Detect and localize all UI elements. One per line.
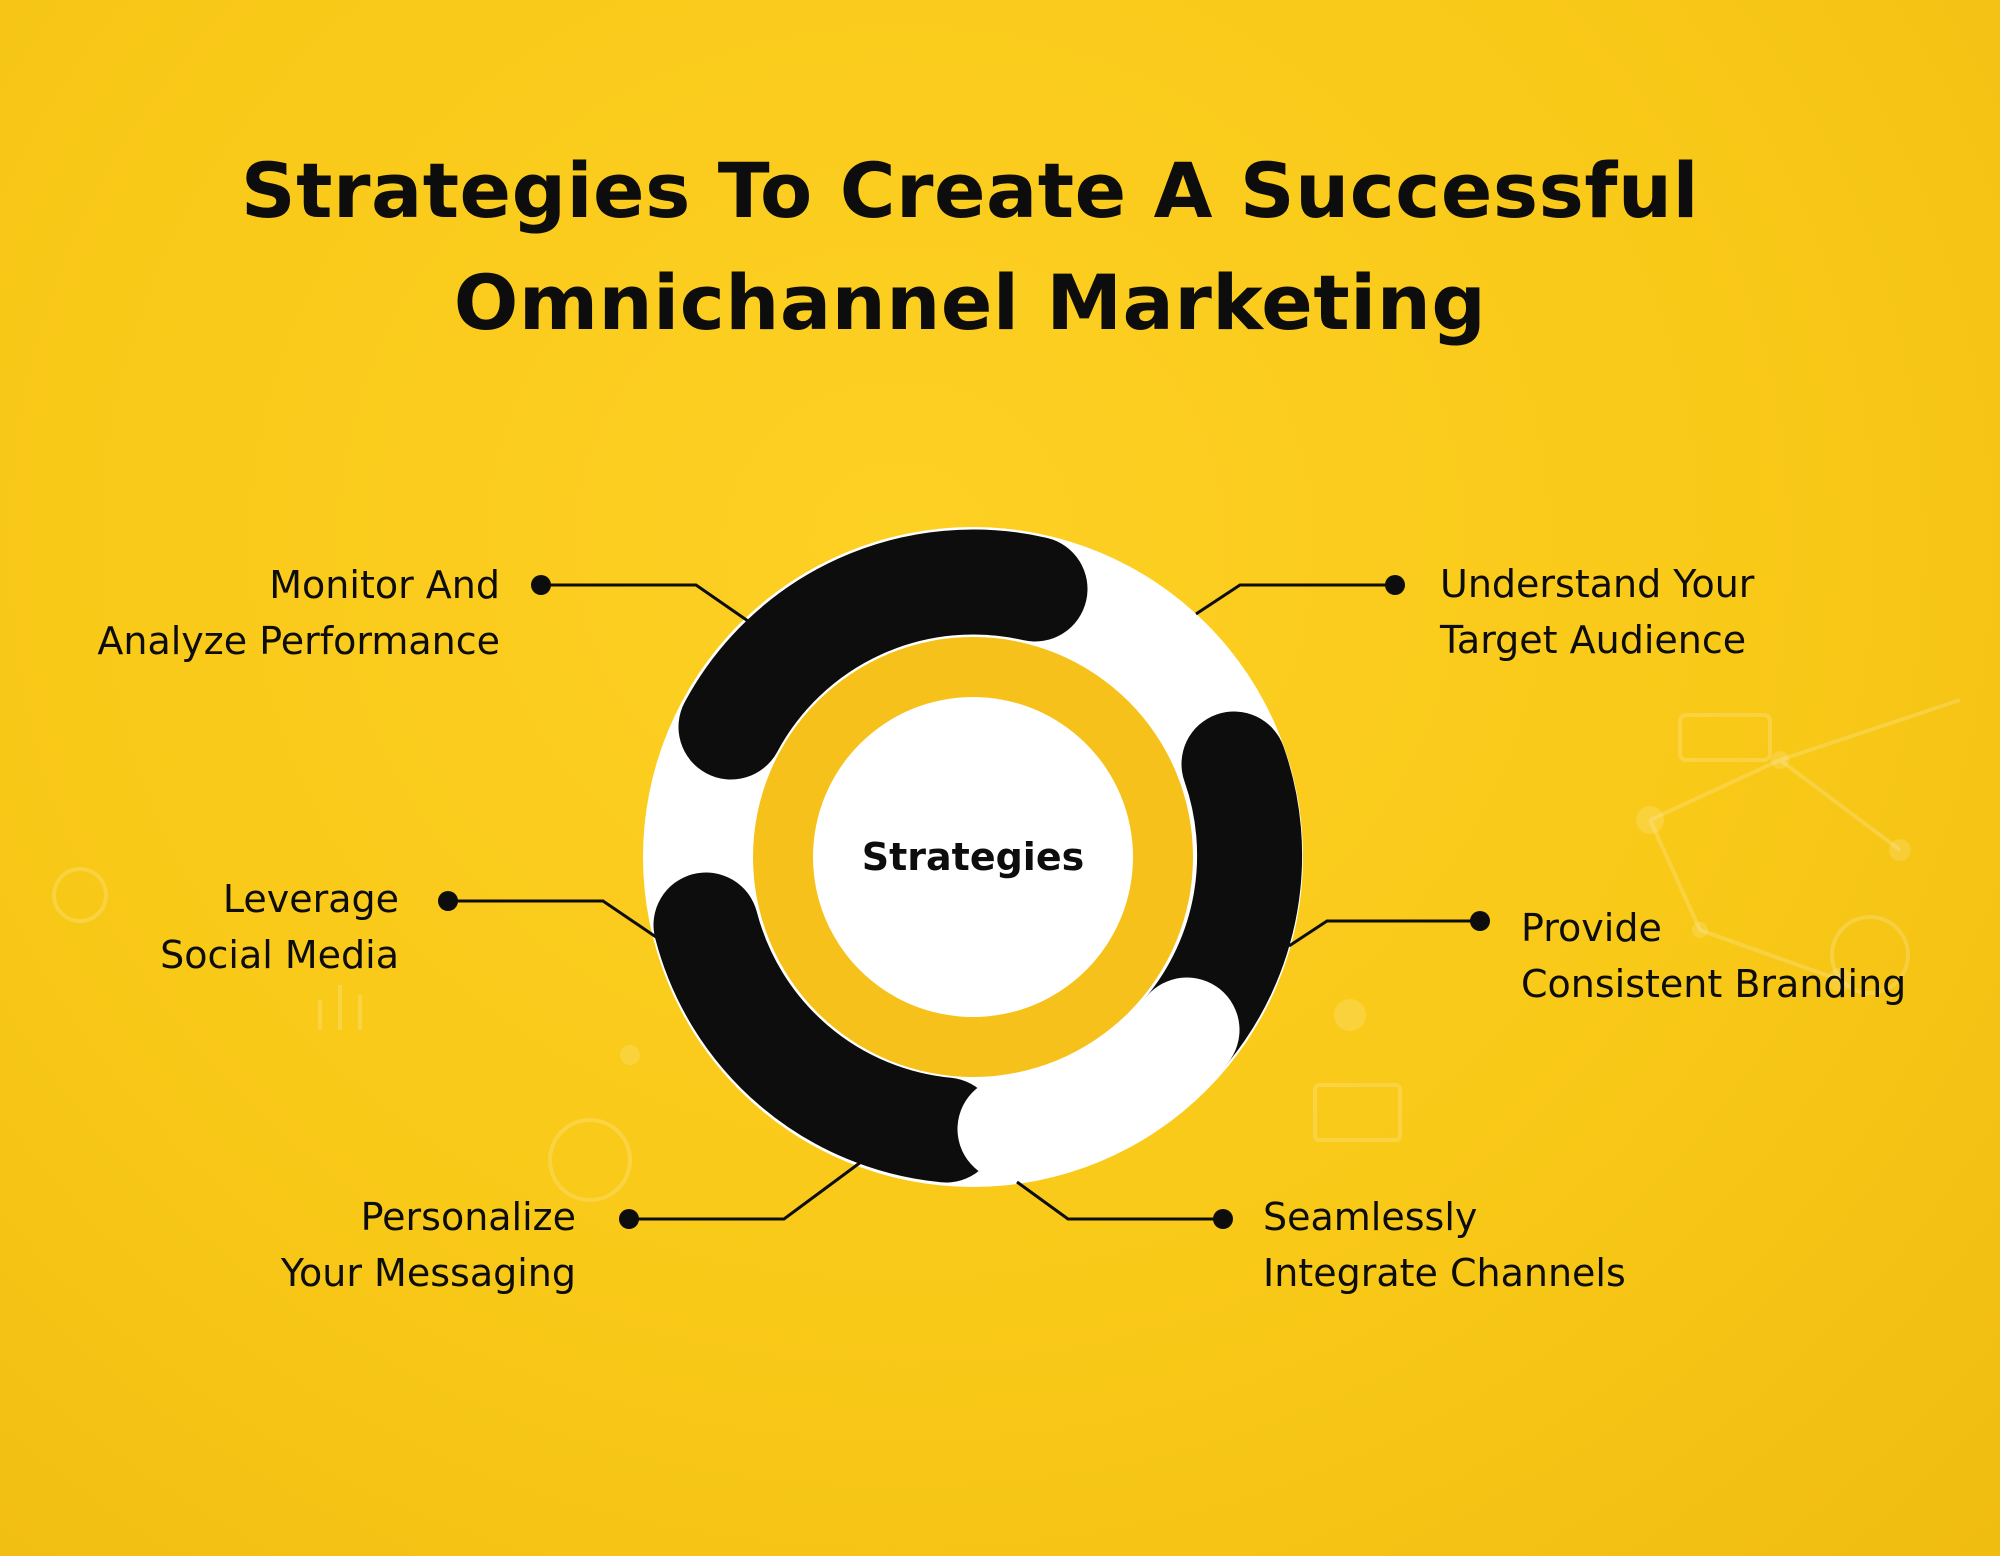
strategy-social-media: Leverage Social Media — [160, 871, 399, 983]
strategy-line-2: Integrate Channels — [1263, 1251, 1626, 1295]
mail-icon — [1313, 1083, 1402, 1142]
at-sign-icon — [1830, 915, 1910, 995]
strategy-consistent-branding: Provide Consistent Branding — [1521, 900, 1906, 1012]
strategy-line-2: Social Media — [160, 933, 399, 977]
strategy-integrate-channels: Seamlessly Integrate Channels — [1263, 1189, 1626, 1301]
title-line-1: Strategies To Create A Successful — [240, 146, 1700, 235]
search-icon — [52, 867, 108, 923]
strategy-line-2: Consistent Branding — [1521, 962, 1907, 1006]
strategy-line-1: Monitor And — [269, 563, 500, 607]
connector-dot-social — [438, 891, 458, 911]
strategy-line-1: Leverage — [222, 877, 399, 921]
thumbs-up-icon — [1678, 713, 1772, 762]
connector-dot-personalize — [619, 1209, 639, 1229]
connector-understand — [1195, 583, 1395, 616]
strategy-line-2: Analyze Performance — [97, 619, 500, 663]
strategy-line-1: Personalize — [360, 1195, 576, 1239]
connector-dot-branding — [1470, 911, 1490, 931]
strategy-understand-audience: Understand Your Target Audience — [1440, 556, 1754, 668]
center-label: Strategies — [861, 835, 1085, 879]
connector-dot-monitor — [531, 575, 551, 595]
strategy-line-1: Provide — [1521, 906, 1662, 950]
center-disc — [813, 697, 1133, 1017]
ring-segment-top-left — [678, 529, 1088, 780]
strategy-line-1: Seamlessly — [1263, 1195, 1478, 1239]
connector-personalize — [629, 1160, 862, 1221]
connector-social — [448, 899, 657, 939]
connector-dot-understand — [1385, 575, 1405, 595]
page-title: Strategies To Create A Successful Omnich… — [0, 135, 1940, 359]
strategy-line-2: Your Messaging — [280, 1251, 576, 1295]
network-lines — [1648, 698, 1961, 982]
ring-segment-bottom-left — [653, 872, 999, 1183]
strategy-line-1: Understand Your — [1440, 562, 1755, 606]
strategy-personalize-messaging: Personalize Your Messaging — [281, 1189, 576, 1301]
connector-integrate — [1016, 1180, 1223, 1221]
strategy-monitor-performance: Monitor And Analyze Performance — [97, 557, 500, 669]
ring-overlap-bottom-right — [957, 977, 1240, 1182]
connector-dot-integrate — [1213, 1209, 1233, 1229]
user-icon — [548, 1118, 632, 1202]
strategy-line-2: Target Audience — [1440, 618, 1747, 662]
connector-monitor — [541, 583, 749, 623]
connector-branding — [1288, 919, 1480, 948]
bar-chart-icon — [318, 985, 362, 1030]
title-line-2: Omnichannel Marketing — [453, 258, 1487, 347]
